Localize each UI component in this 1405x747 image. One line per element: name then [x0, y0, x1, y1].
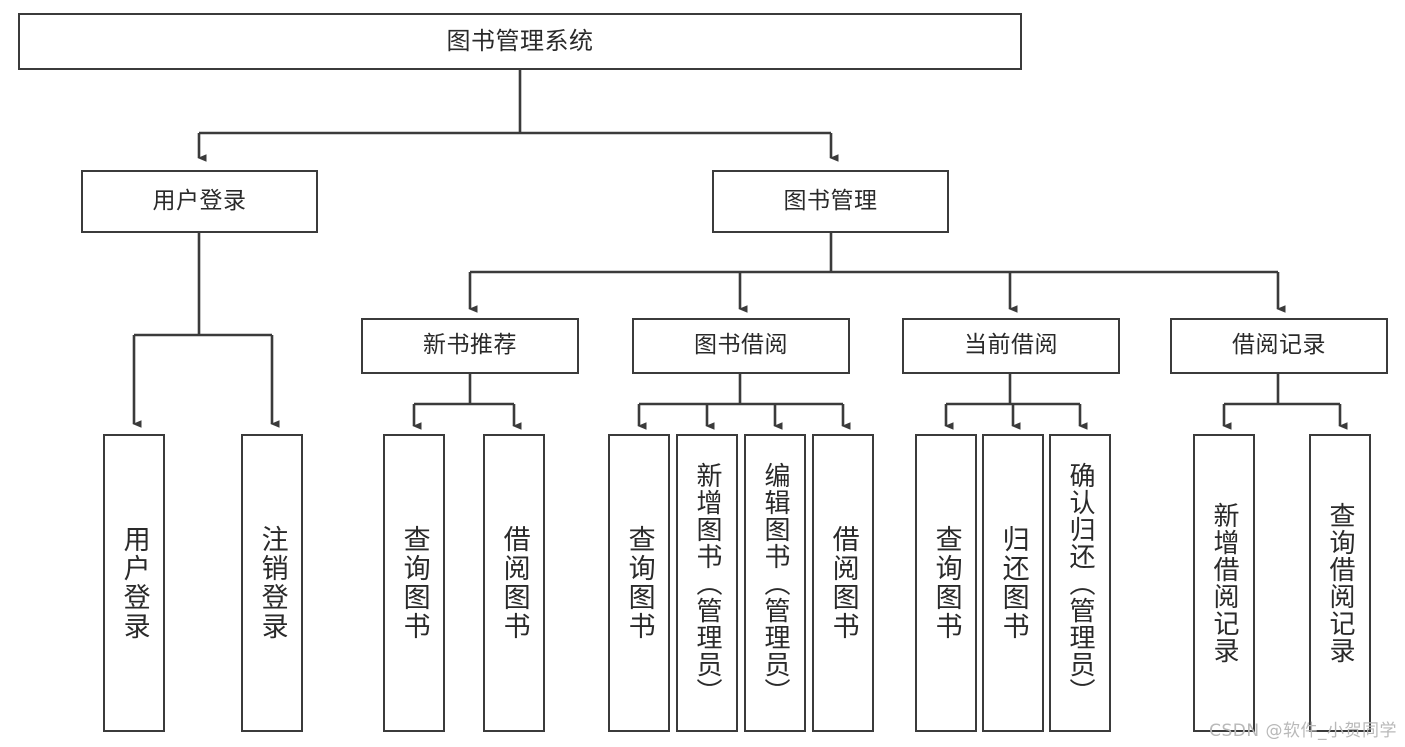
node-leaf-add-record[interactable]: 新增借阅记录 — [1193, 434, 1255, 732]
node-current-borrow[interactable]: 当前借阅 — [902, 318, 1120, 374]
node-leaf-borrow-book-2[interactable]: 借阅图书 — [812, 434, 874, 732]
node-label: 借阅图书 — [827, 525, 859, 641]
node-leaf-query-book-3[interactable]: 查询图书 — [915, 434, 977, 732]
node-borrow-record[interactable]: 借阅记录 — [1170, 318, 1388, 374]
node-leaf-add-book[interactable]: 新增图书（管理员） — [676, 434, 738, 732]
node-label: 查询图书 — [930, 525, 962, 641]
node-label: 用户登录 — [152, 187, 247, 214]
node-book-borrow[interactable]: 图书借阅 — [632, 318, 850, 374]
node-book-management[interactable]: 图书管理 — [712, 170, 949, 233]
node-leaf-query-book-1[interactable]: 查询图书 — [383, 434, 445, 732]
node-leaf-confirm-return[interactable]: 确认归还（管理员） — [1049, 434, 1111, 732]
node-leaf-return-book[interactable]: 归还图书 — [982, 434, 1044, 732]
node-label: 图书管理 — [783, 187, 878, 214]
node-leaf-query-book-2[interactable]: 查询图书 — [608, 434, 670, 732]
node-label: 借阅记录 — [1232, 332, 1326, 359]
node-leaf-user-login[interactable]: 用户登录 — [103, 434, 165, 732]
node-label: 新增图书（管理员） — [692, 461, 723, 705]
node-label: 借阅图书 — [498, 525, 530, 641]
node-label: 用户登录 — [118, 525, 150, 641]
node-label: 新书推荐 — [423, 332, 517, 359]
node-leaf-borrow-book-1[interactable]: 借阅图书 — [483, 434, 545, 732]
node-label: 图书借阅 — [694, 332, 788, 359]
node-leaf-user-logout[interactable]: 注销登录 — [241, 434, 303, 732]
node-new-book-recommend[interactable]: 新书推荐 — [361, 318, 579, 374]
watermark: CSDN @软件_小贺同学 — [1209, 721, 1397, 741]
node-label: 归还图书 — [997, 525, 1029, 641]
node-label: 确认归还（管理员） — [1065, 461, 1096, 705]
node-label: 新增借阅记录 — [1209, 502, 1240, 664]
node-label: 查询图书 — [623, 525, 655, 641]
node-label: 注销登录 — [256, 525, 288, 641]
node-label: 查询借阅记录 — [1325, 502, 1356, 664]
node-user-login[interactable]: 用户登录 — [81, 170, 318, 233]
node-leaf-edit-book[interactable]: 编辑图书（管理员） — [744, 434, 806, 732]
node-label: 编辑图书（管理员） — [760, 461, 791, 705]
node-leaf-query-record[interactable]: 查询借阅记录 — [1309, 434, 1371, 732]
node-label: 查询图书 — [398, 525, 430, 641]
node-book-management-system[interactable]: 图书管理系统 — [18, 13, 1022, 70]
node-label: 图书管理系统 — [446, 27, 594, 56]
node-label: 当前借阅 — [964, 332, 1058, 359]
